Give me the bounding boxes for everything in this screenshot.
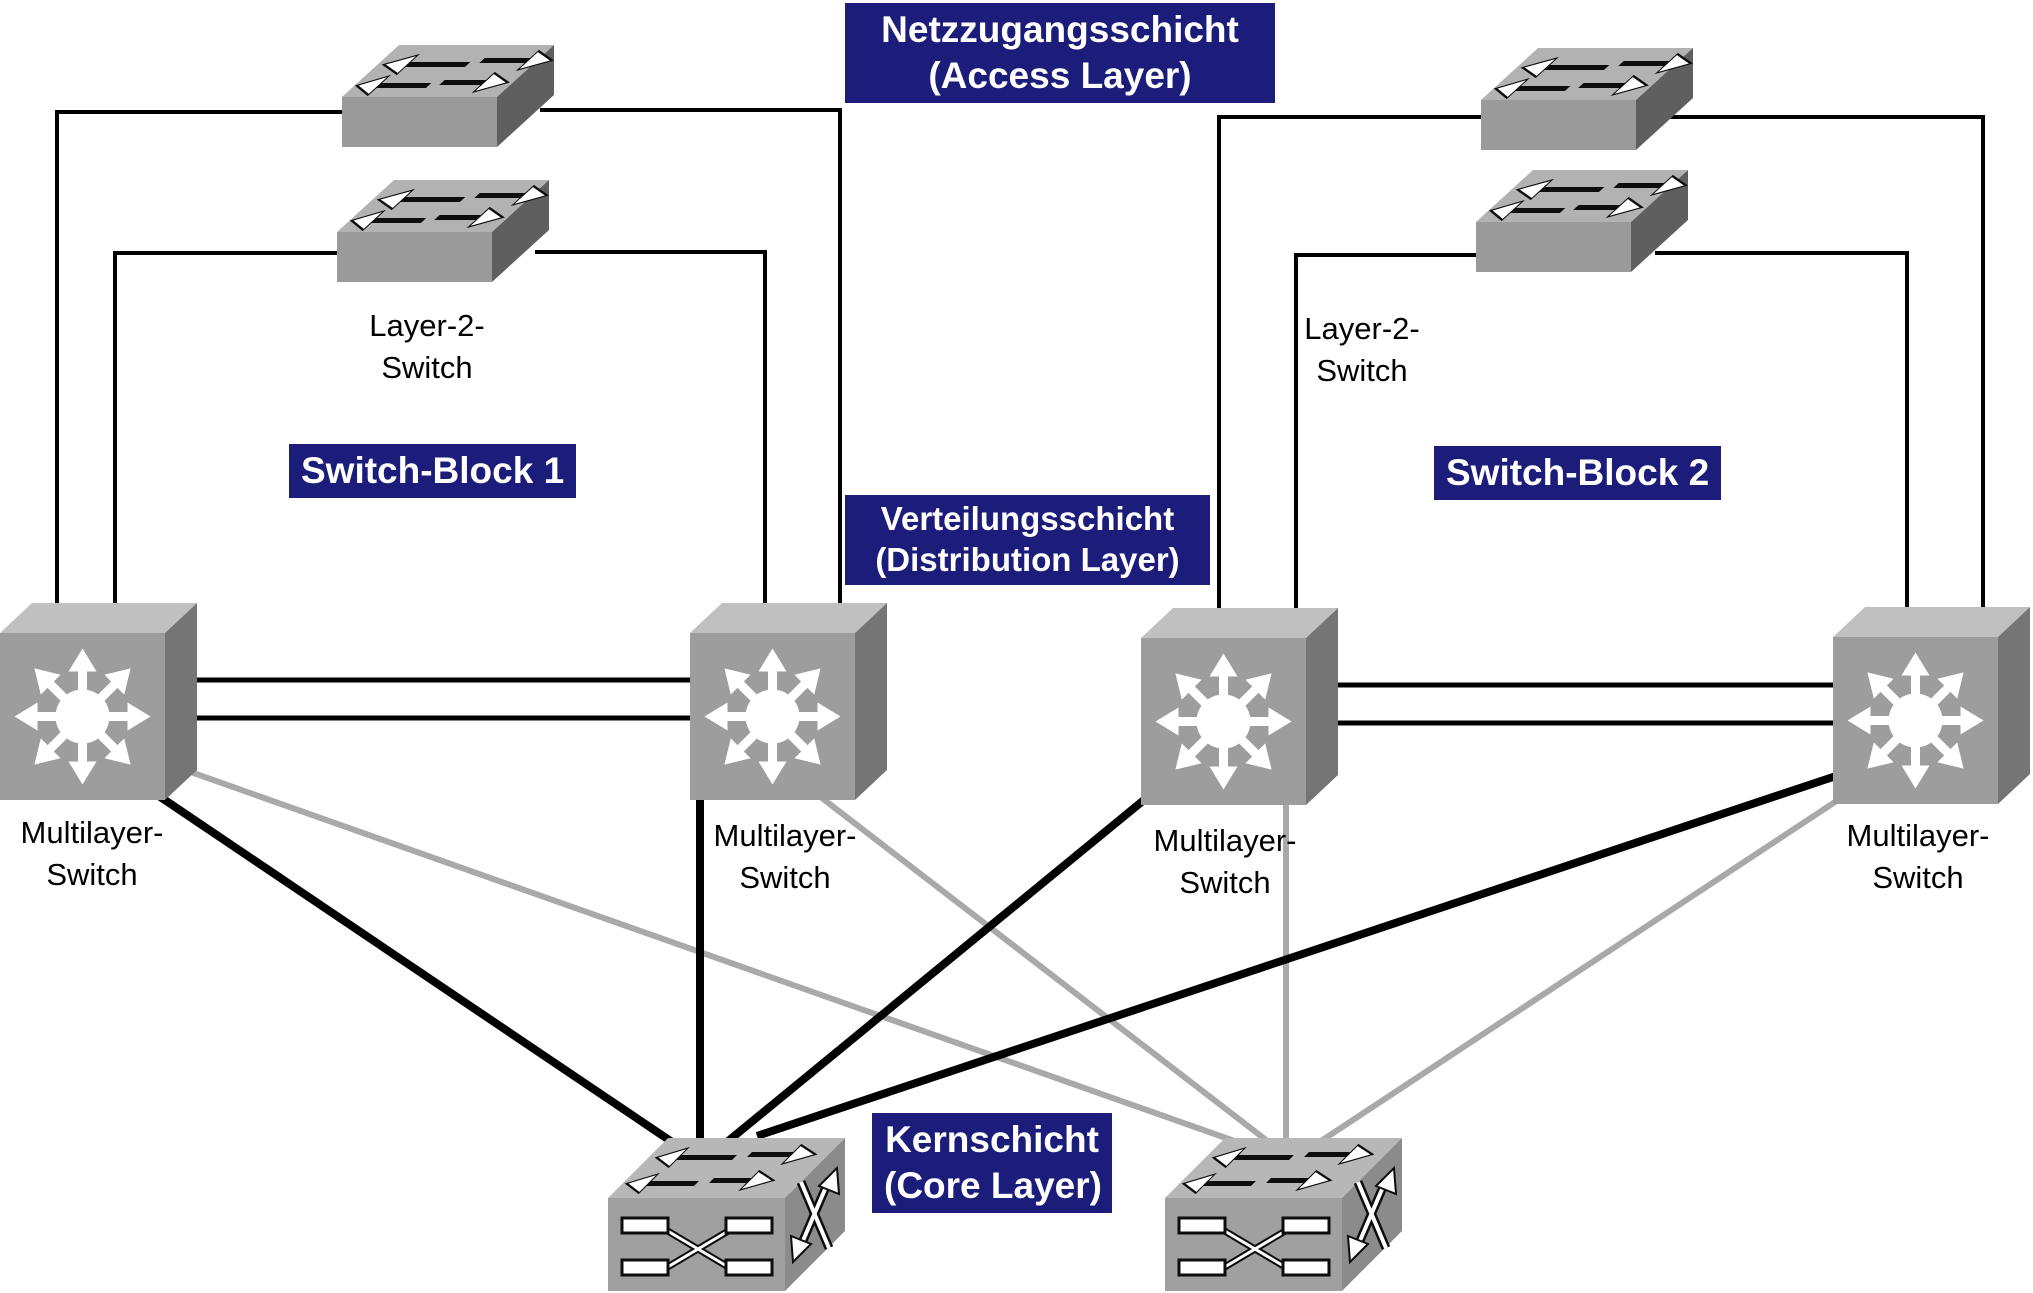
ml-label2-line1: Multilayer- xyxy=(713,818,857,853)
link-as1-ms2 xyxy=(540,108,842,625)
link-as1-ms1 xyxy=(55,110,350,625)
layer2-label1-line2: Switch xyxy=(381,349,473,385)
core-switch-icon-2 xyxy=(1165,1138,1402,1291)
layer2-switch-icon-4 xyxy=(1475,169,1698,273)
distribution-layer-label-line2: (Distribution Layer) xyxy=(875,540,1180,578)
multilayer-switch-label-1: Multilayer- Switch xyxy=(0,812,242,896)
link-as3-ms4 xyxy=(1660,115,1985,630)
layer2-switch-label-2: Layer-2- Switch xyxy=(1212,308,1512,392)
layer2-label2-line2: Switch xyxy=(1316,352,1408,388)
links-access xyxy=(55,108,1985,630)
link-as4-ms4 xyxy=(1655,251,1909,630)
multilayer-switch-icon-2 xyxy=(690,603,887,800)
ml-label3-line2: Switch xyxy=(1179,864,1271,900)
distribution-layer-label: Verteilungsschicht (Distribution Layer) xyxy=(845,495,1210,585)
link-ms4-corea xyxy=(755,772,1838,1140)
multilayer-switch-icon-1 xyxy=(0,603,197,800)
ml-label1-line2: Switch xyxy=(46,856,138,892)
layer2-switch-icon-2 xyxy=(336,179,559,283)
layer2-switch-label-1: Layer-2- Switch xyxy=(277,305,577,389)
links-to-core-a xyxy=(147,772,1838,1146)
switch-block-1-label: Switch-Block 1 xyxy=(289,444,577,498)
core-switch-icon-1 xyxy=(608,1138,845,1291)
switch-block-2-text: Switch-Block 2 xyxy=(1446,452,1710,493)
ml-label4-line2: Switch xyxy=(1872,859,1964,895)
multilayer-switch-label-3: Multilayer- Switch xyxy=(1075,820,1375,904)
multilayer-switch-label-4: Multilayer- Switch xyxy=(1768,815,2033,899)
links-to-core-b xyxy=(183,767,1840,1146)
multilayer-switch-icon-4 xyxy=(1833,607,2030,804)
link-as2-ms2 xyxy=(535,250,767,625)
ml-label4-line1: Multilayer- xyxy=(1846,818,1990,853)
access-layer-label: Netzzugangsschicht (Access Layer) xyxy=(845,3,1275,103)
link-ms3-corea xyxy=(724,791,1153,1146)
access-layer-label-line2: (Access Layer) xyxy=(928,54,1192,96)
multilayer-switch-icon-3 xyxy=(1141,608,1338,805)
link-ms1-corea xyxy=(147,786,675,1146)
multilayer-switch-label-2: Multilayer- Switch xyxy=(635,815,935,899)
distribution-layer-label-line1: Verteilungsschicht xyxy=(880,500,1175,537)
link-as2-ms1 xyxy=(113,251,345,625)
link-ms2-coreb xyxy=(816,792,1272,1146)
ml-label2-line2: Switch xyxy=(739,859,831,895)
access-layer-label-line1: Netzzugangsschicht xyxy=(881,9,1239,50)
links-distribution xyxy=(170,677,1850,726)
link-ms4-coreb xyxy=(1316,797,1840,1146)
layer2-switch-icon-1 xyxy=(341,44,564,148)
ml-label3-line1: Multilayer- xyxy=(1153,823,1297,858)
core-layer-label-line2: (Core Layer) xyxy=(884,1164,1102,1206)
link-as4-ms3 xyxy=(1294,253,1485,630)
link-as3-ms3 xyxy=(1217,115,1490,630)
switch-block-1-text: Switch-Block 1 xyxy=(301,450,565,491)
layer2-label2-line1: Layer-2- xyxy=(1304,311,1420,346)
switch-block-2-label: Switch-Block 2 xyxy=(1434,446,1722,500)
link-ms1-coreb xyxy=(183,767,1242,1146)
layer2-label1-line1: Layer-2- xyxy=(369,308,485,343)
core-layer-label: Kernschicht (Core Layer) xyxy=(872,1113,1112,1213)
core-layer-label-line1: Kernschicht xyxy=(885,1119,1099,1160)
ml-label1-line1: Multilayer- xyxy=(20,815,164,850)
layer2-switch-icon-3 xyxy=(1480,47,1703,151)
